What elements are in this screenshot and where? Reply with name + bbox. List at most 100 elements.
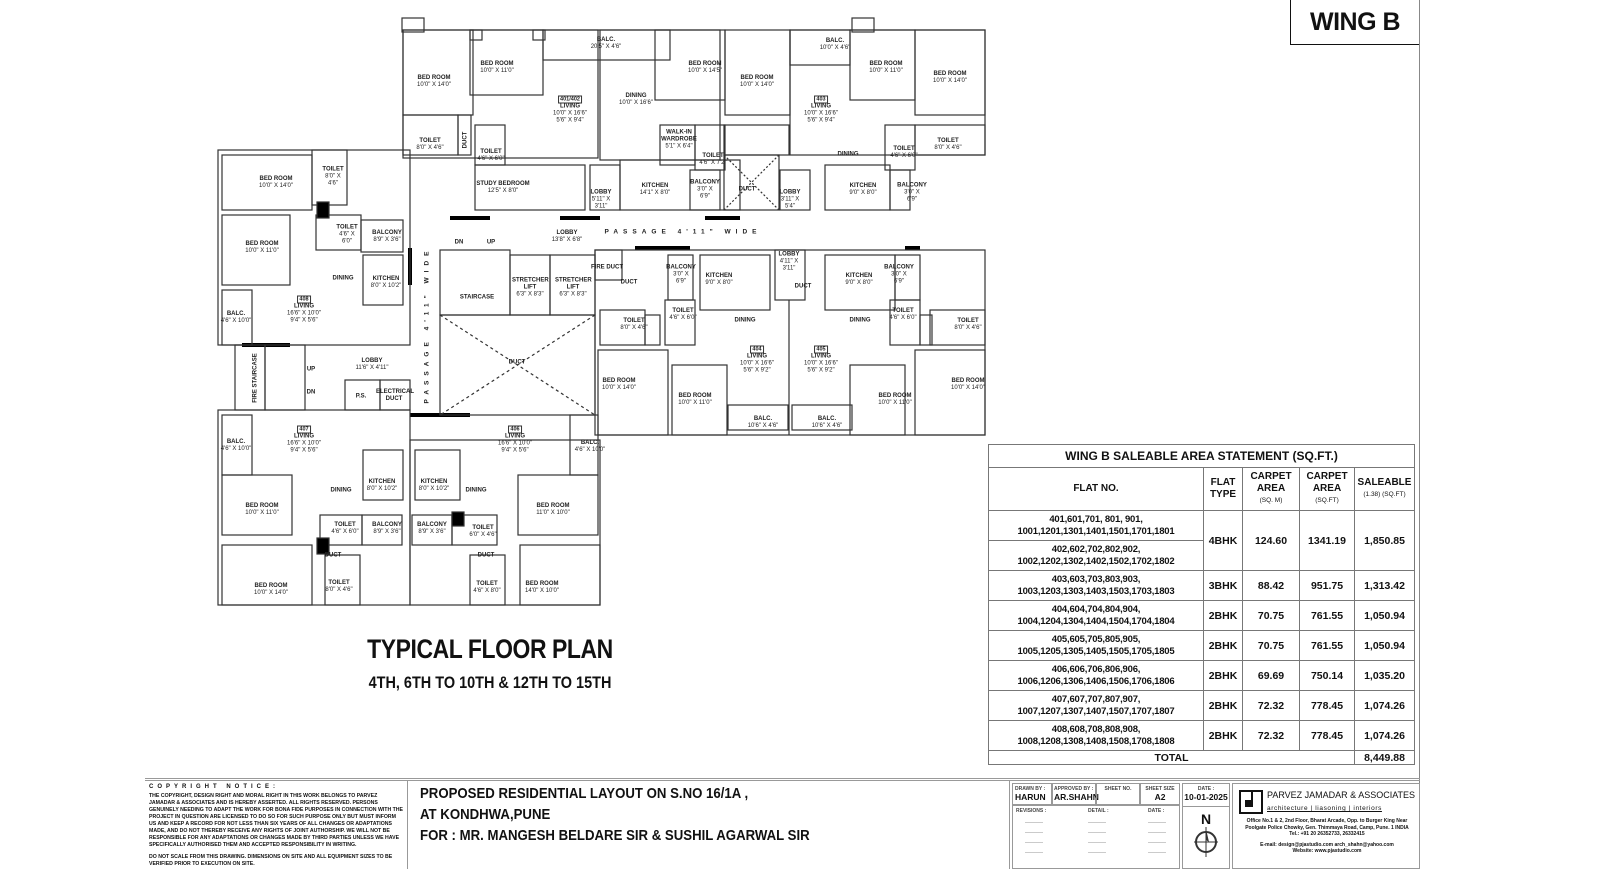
room-name: TOILET — [480, 149, 502, 155]
room-name: KITCHEN — [420, 479, 448, 485]
room-name: DINING — [465, 487, 487, 494]
room-name: LOBBY — [361, 358, 383, 364]
room-dimensions: 8'0" X 10'2" — [370, 283, 402, 289]
room-name: LIVING — [293, 433, 315, 440]
room-dimensions: 10'0" X 14'0" — [254, 590, 288, 596]
room-name: KITCHEN — [372, 276, 400, 282]
room-label: DUCT — [463, 132, 470, 149]
firm-services: architecture | liasoning | interiors — [1267, 805, 1382, 812]
room-dimensions: 10'0" X 14'0" — [602, 385, 636, 391]
room-label: DINING — [466, 488, 487, 495]
solid-wall-marks — [242, 216, 920, 417]
room-name: BED ROOM — [878, 393, 912, 399]
room-name: WALK-IN WARDROBE — [661, 129, 697, 143]
room-dimensions: 5'1" X 6'4" — [665, 143, 693, 150]
room-dimensions: 4'11" X — [779, 258, 799, 265]
flat-type: 2BHK — [1203, 600, 1243, 631]
room-name: KITCHEN — [641, 183, 669, 189]
room-dimensions: 3'11" X — [780, 196, 800, 203]
room-dimensions: 3'0" X — [891, 271, 907, 278]
room-dimensions: 4'6" X 10'0" — [574, 447, 606, 453]
room-name: KITCHEN — [845, 273, 873, 279]
header-unit: (SQ.FT) — [1315, 497, 1339, 504]
unit-403-walls — [779, 17, 986, 211]
room-label: FIRE STAIRCASE — [253, 353, 260, 403]
room-name: BED ROOM — [259, 176, 293, 182]
unit-number: 405 — [814, 345, 828, 354]
unit-number: 406 — [508, 425, 522, 434]
room-dimensions: 9'0" X 8'0" — [845, 280, 873, 286]
room-dimensions: 10'0" X 14'0" — [933, 78, 967, 84]
saleable-area: 1,050.94 — [1354, 630, 1415, 661]
room-dimensions: 3'0" X — [697, 186, 713, 193]
detail-label: DETAIL : — [1088, 808, 1109, 814]
flat-type: 3BHK — [1203, 570, 1243, 601]
room-name: UP — [486, 239, 496, 246]
flat-number-line: 401,601,701, 801, 901, — [1049, 513, 1143, 525]
room-label: DN — [307, 390, 316, 397]
room-name: DUCT — [477, 552, 495, 559]
plan-subtitle: 4TH, 6TH TO 10TH & 12TH TO 15TH — [368, 673, 612, 692]
room-dimensions: 10'0" X 16'6" — [553, 110, 587, 117]
room-name: BED ROOM — [602, 378, 636, 384]
room-label: BALC.20'5" X 4'6" — [591, 37, 622, 51]
carpet-area-sqft: 951.75 — [1299, 570, 1355, 601]
flat-numbers: 405,605,705,805,905,1005,1205,1305,1405,… — [988, 630, 1204, 661]
value: AR.SHAHN — [1054, 792, 1099, 802]
plan-title: TYPICAL FLOOR PLAN — [367, 634, 613, 664]
room-dimensions: 8'9" X 3'6" — [373, 529, 401, 535]
carpet-area-sqm: 70.75 — [1242, 600, 1300, 631]
room-dimensions: 10'0" X 11'0" — [678, 400, 712, 406]
flat-numbers: 401,601,701, 801, 901,1001,1201,1301,140… — [988, 510, 1204, 541]
carpet-area-sqft: 761.55 — [1299, 630, 1355, 661]
room-label: DUCT — [509, 360, 526, 367]
header-unit: (1.38) (SQ.FT) — [1363, 491, 1406, 498]
unit-number: 401/402 — [558, 95, 582, 104]
room-name: LIVING — [810, 353, 832, 360]
placeholder: --------- — [1088, 820, 1106, 826]
unit-401-402-walls — [401, 17, 791, 211]
room-dimensions: 6'0" — [342, 238, 352, 245]
room-dimensions: 9'4" X 5'6" — [290, 447, 318, 454]
room-dimensions: 5'6" X 9'4" — [807, 117, 835, 124]
room-dimensions: 10'0" X 11'0" — [869, 68, 903, 74]
room-label: DUCT — [621, 280, 638, 287]
room-dimensions: 8'0" X 4'6" — [934, 145, 962, 151]
label: SHEET NO. — [1104, 786, 1132, 792]
room-dimensions: 10'0" X 11'0" — [878, 400, 912, 406]
room-name: LOBBY — [778, 251, 800, 258]
header-unit: (SQ. M) — [1259, 497, 1283, 504]
room-name: STRETCHER LIFT — [512, 277, 549, 291]
header-saleable: SALEABLE(1.38) (SQ.FT) — [1354, 467, 1415, 511]
placeholder: --------- — [1088, 830, 1106, 836]
header-flat-type: FLAT TYPE — [1203, 467, 1243, 511]
date-label: DATE : — [1197, 786, 1215, 792]
room-name: ELECTRICAL DUCT — [376, 389, 414, 402]
room-dimensions: 4'6" X 10'0" — [220, 446, 252, 452]
room-name: BED ROOM — [254, 583, 288, 589]
flat-numbers: 406,606,706,806,906,1006,1206,1306,1406,… — [988, 660, 1204, 691]
total-label: TOTAL — [988, 750, 1355, 765]
room-dimensions: 9'4" X 5'6" — [290, 317, 318, 324]
room-name: STAIRCASE — [459, 294, 495, 301]
flat-number-line: 403,603,703,803,903, — [1051, 573, 1141, 585]
table-row: 408,608,708,808,908,1008,1208,1308,1408,… — [988, 720, 1415, 751]
